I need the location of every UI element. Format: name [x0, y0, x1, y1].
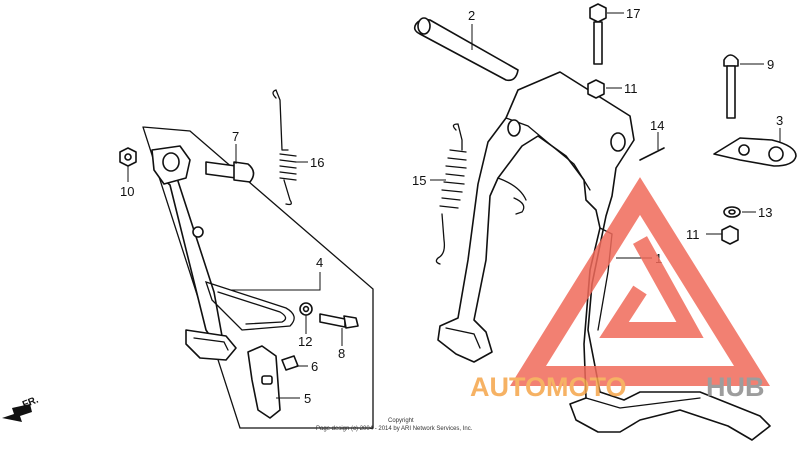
callout-15: 15 [412, 173, 426, 188]
pin [281, 355, 299, 371]
side-stand-foot-top [193, 337, 229, 351]
side-stand-bracket-inner [217, 291, 287, 325]
bolt-8-head [343, 315, 359, 329]
callout-17: 17 [626, 6, 640, 21]
spring-15 [435, 123, 467, 265]
callout-13: 13 [758, 205, 772, 220]
front-direction-label: FR. [21, 394, 40, 410]
automotohub-watermark: AUTOMOTO HUB [470, 177, 770, 402]
side-stand-bracket [204, 280, 295, 331]
side-stand-bar [157, 174, 223, 343]
center-stand-right-hole [610, 132, 626, 152]
copyright-line-1: Copyright [388, 418, 414, 424]
bracket-3-hole-b [768, 146, 784, 162]
callout-10: 10 [120, 184, 134, 199]
callout-6: 6 [311, 359, 318, 374]
callout-16: 16 [310, 155, 324, 170]
copyright-line-2: Page design (c) 2004 - 2014 by ARI Netwo… [316, 426, 473, 432]
center-stand-body [437, 71, 771, 441]
bolt-17-head [589, 3, 607, 23]
callout-5: 5 [304, 391, 311, 406]
nut-11-upper [587, 79, 605, 99]
pivot-bolt [205, 161, 237, 179]
bracket-3-hole-a [738, 144, 750, 156]
watermark-triangle-outer [510, 177, 770, 386]
bolt-9-shank [726, 65, 736, 119]
watermark-text-orange: AUTOMOTO [470, 372, 627, 402]
bolt-9-head [723, 54, 739, 67]
front-direction-indicator: FR. [2, 394, 40, 422]
washer-13-hole [728, 209, 736, 215]
callout-11-upper: 11 [624, 81, 638, 96]
bracket-3 [713, 137, 797, 167]
side-stand-pivot-hole [162, 152, 180, 172]
center-stand-left-hole [507, 119, 521, 137]
bolt-17-shank [593, 21, 603, 65]
callout-3: 3 [776, 113, 783, 128]
side-stand-panel-outline [142, 126, 374, 429]
cotter-pin [639, 147, 665, 161]
bolt-8 [319, 313, 346, 328]
pivot-bolt-head [233, 161, 255, 183]
center-stand-left-foot-contour [445, 327, 481, 349]
callout-2: 2 [468, 8, 475, 23]
callout-14: 14 [650, 118, 664, 133]
callout-8: 8 [338, 346, 345, 361]
center-stand-arch [497, 177, 527, 201]
washer-hole [302, 305, 310, 313]
watermark-text-gray: HUB [706, 372, 765, 402]
side-stand-foot [185, 329, 237, 361]
nut-11-lower [721, 225, 739, 245]
callout-7: 7 [232, 129, 239, 144]
front-arrow-icon [2, 404, 32, 422]
spring-16 [272, 89, 297, 206]
watermark-triangle-inner [599, 236, 704, 338]
callout-12: 12 [298, 334, 312, 349]
center-stand-foot-contour [585, 397, 701, 409]
leader-4 [230, 272, 321, 291]
callout-9: 9 [767, 57, 774, 72]
callout-4: 4 [316, 255, 323, 270]
callout-11-lower: 11 [686, 227, 700, 242]
rubber-pad-slot [261, 375, 273, 385]
side-stand-stud [192, 226, 204, 238]
center-stand-left-leg-contour [505, 117, 591, 191]
stand-shaft-end [417, 17, 431, 35]
center-stand-hook [513, 197, 525, 215]
nut-10-hole [124, 153, 132, 161]
